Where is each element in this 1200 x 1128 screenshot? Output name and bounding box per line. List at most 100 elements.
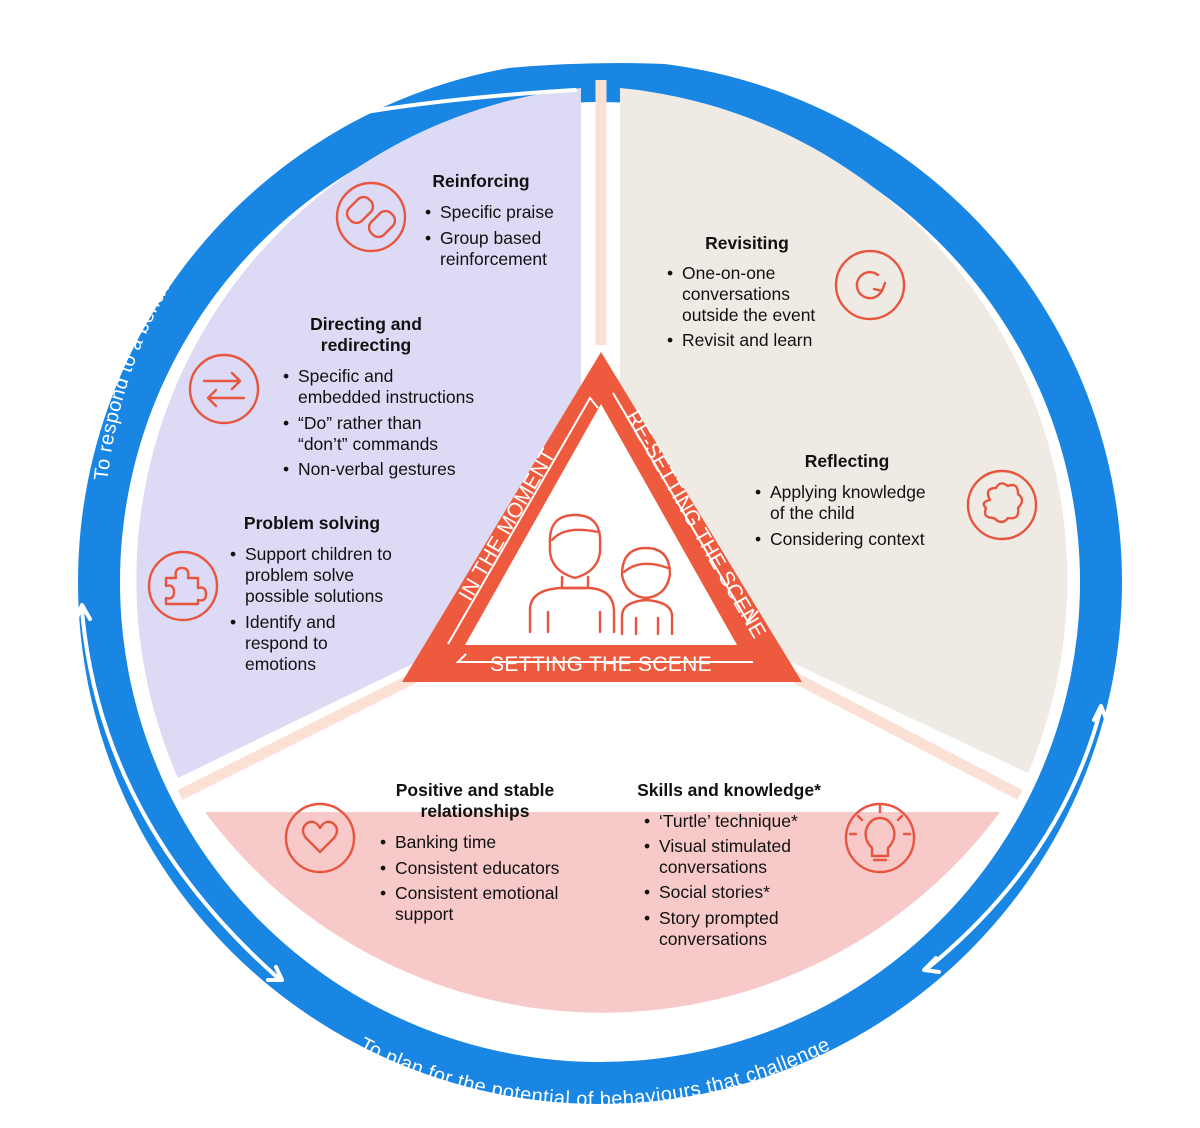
svg-text:•: • (283, 366, 289, 386)
problem-solving-title: Problem solving (244, 513, 380, 533)
relationships-list: • Banking time • Consistent educators • … (380, 832, 560, 924)
list-item: respond to (245, 633, 328, 653)
puzzle-icon-glyph (164, 566, 208, 606)
directing-list: • Specific and embedded instructions • “… (283, 366, 474, 479)
svg-text:•: • (644, 908, 650, 928)
revisiting-list: • One-on-one conversations outside the e… (667, 263, 815, 350)
directing-title: Directing and (310, 314, 422, 334)
svg-text:•: • (283, 459, 289, 479)
list-item: conversations (682, 284, 790, 304)
relationships-title: relationships (421, 801, 530, 821)
list-item: support (395, 904, 454, 924)
svg-text:•: • (667, 330, 673, 350)
heart-icon (284, 802, 356, 874)
list-item: Identify and (245, 612, 335, 632)
svg-text:•: • (380, 832, 386, 852)
puzzle-icon (147, 550, 219, 622)
sector-setting-the-scene (205, 812, 1000, 1013)
cycle-arrows (74, 59, 1109, 982)
list-item: Support children to (245, 544, 392, 564)
lightbulb-icon-glyph (848, 804, 912, 862)
divider-right (787, 670, 1023, 800)
reflecting-list: • Applying knowledge of the child • Cons… (755, 482, 926, 549)
arrow-top-left (328, 88, 577, 120)
directing-title: redirecting (321, 335, 411, 355)
skills-list: • ‘Turtle’ technique* • Visual stimulate… (644, 811, 798, 949)
people-icon (528, 513, 674, 636)
arrows-icon-glyph (202, 371, 246, 408)
svg-text:•: • (644, 811, 650, 831)
list-item: Applying knowledge (770, 482, 926, 502)
list-item: “Do” rather than (298, 413, 422, 433)
list-item: embedded instructions (298, 387, 474, 407)
section-reflecting: Reflecting • Applying knowledge of the c… (755, 451, 1038, 549)
svg-text:•: • (644, 836, 650, 856)
revisiting-title: Revisiting (705, 233, 789, 253)
list-item: outside the event (682, 305, 815, 325)
triangle-arrow-right (612, 392, 759, 624)
reinforcing-title: Reinforcing (432, 171, 529, 191)
arrow-right-up (926, 710, 1102, 970)
refresh-icon-glyph (855, 270, 887, 300)
link-icon-glyph (345, 195, 397, 239)
list-item: Banking time (395, 832, 496, 852)
heart-icon-glyph (301, 820, 339, 854)
list-item: of the child (770, 503, 855, 523)
svg-text:•: • (644, 882, 650, 902)
list-item: Specific and (298, 366, 393, 386)
svg-text:•: • (755, 482, 761, 502)
divider-left (177, 670, 423, 800)
list-item: Social stories* (659, 882, 770, 902)
list-item: ‘Turtle’ technique* (659, 811, 798, 831)
triangle-label-bottom: SETTING THE SCENE (490, 653, 712, 676)
list-item: conversations (659, 857, 767, 877)
list-item: Specific praise (440, 202, 554, 222)
section-skills: Skills and knowledge* • ‘Turtle’ techniq… (637, 780, 916, 949)
svg-text:•: • (230, 612, 236, 632)
center-triangle-inner (465, 404, 737, 645)
list-item: problem solve (245, 565, 354, 585)
list-item: Story prompted (659, 908, 779, 928)
lightbulb-icon (844, 802, 916, 874)
arrow-top-right (468, 59, 770, 72)
list-item: Visual stimulated (659, 836, 791, 856)
svg-text:•: • (230, 544, 236, 564)
section-reinforcing: Reinforcing • Specific praise • Group ba… (335, 171, 554, 269)
svg-text:•: • (380, 858, 386, 878)
list-item: conversations (659, 929, 767, 949)
cloud-icon-glyph (982, 482, 1024, 524)
reinforcing-list: • Specific praise • Group based reinforc… (425, 202, 554, 269)
svg-text:•: • (425, 228, 431, 248)
list-item: emotions (245, 654, 316, 674)
section-relationships: Positive and stable relationships • Bank… (284, 780, 560, 924)
list-item: Considering context (770, 529, 925, 549)
list-item: possible solutions (245, 586, 383, 606)
arrows-icon (188, 353, 260, 425)
triangle-arrow-left (447, 396, 599, 645)
problem-solving-list: • Support children to problem solve poss… (230, 544, 392, 674)
refresh-icon (834, 249, 906, 321)
cloud-icon (966, 469, 1038, 541)
skills-title: Skills and knowledge* (637, 780, 821, 800)
svg-text:•: • (667, 263, 673, 283)
reflecting-title: Reflecting (805, 451, 890, 471)
section-revisiting: Revisiting • One-on-one conversations ou… (667, 233, 906, 350)
section-directing: Directing and redirecting • Specific and… (188, 314, 474, 479)
svg-text:•: • (380, 883, 386, 903)
list-item: Group based (440, 228, 541, 248)
list-item: Non-verbal gestures (298, 459, 456, 479)
list-item: Revisit and learn (682, 330, 812, 350)
svg-text:•: • (283, 413, 289, 433)
link-icon (335, 181, 407, 253)
triangle-arrow-bottom (455, 653, 753, 663)
relationships-title: Positive and stable (396, 780, 555, 800)
svg-text:•: • (425, 202, 431, 222)
list-item: Consistent emotional (395, 883, 558, 903)
list-item: Consistent educators (395, 858, 560, 878)
svg-text:•: • (755, 529, 761, 549)
list-item: “don’t” commands (298, 434, 438, 454)
arrow-left-down (80, 608, 280, 980)
list-item: One-on-one (682, 263, 775, 283)
section-problem-solving: Problem solving • Support children to pr… (147, 513, 392, 674)
